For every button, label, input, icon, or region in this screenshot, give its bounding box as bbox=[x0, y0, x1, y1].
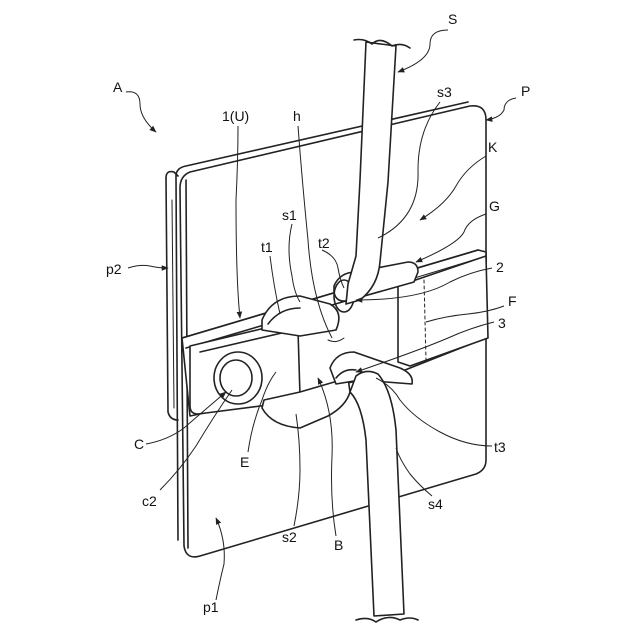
label-C: C bbox=[134, 436, 144, 452]
label-G: G bbox=[489, 198, 500, 214]
label-t1: t1 bbox=[261, 239, 273, 255]
label-h: h bbox=[293, 108, 301, 124]
label-s1: s1 bbox=[282, 207, 297, 223]
label-3: 3 bbox=[498, 315, 506, 331]
label-s4: s4 bbox=[428, 496, 443, 512]
label-p2: p2 bbox=[106, 261, 122, 277]
label-P: P bbox=[521, 83, 530, 99]
label-K: K bbox=[488, 139, 498, 155]
label-E: E bbox=[240, 454, 249, 470]
label-t3: t3 bbox=[494, 439, 506, 455]
label-S: S bbox=[448, 11, 457, 27]
label-t2: t2 bbox=[318, 235, 330, 251]
label-s2: s2 bbox=[282, 529, 297, 545]
label-c2: c2 bbox=[142, 493, 157, 509]
label-A: A bbox=[113, 79, 123, 95]
label-p1: p1 bbox=[203, 599, 219, 615]
label-F: F bbox=[508, 293, 517, 309]
label-s3: s3 bbox=[437, 84, 452, 100]
label-B: B bbox=[334, 537, 343, 553]
label-2: 2 bbox=[496, 259, 504, 275]
label-1U: 1(U) bbox=[222, 108, 249, 124]
